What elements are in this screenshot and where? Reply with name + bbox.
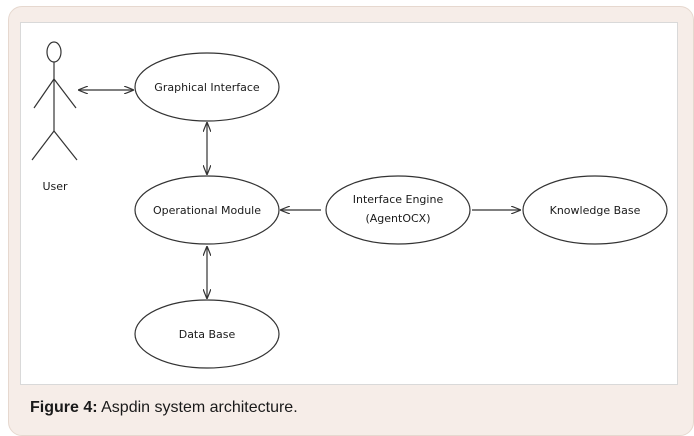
- user-actor-icon: [31, 41, 78, 161]
- diagram-box: User Graphical Interface Operational Mod…: [20, 22, 678, 385]
- caption-text: Aspdin system architecture.: [97, 399, 298, 416]
- node-operational-module: Operational Module: [134, 175, 280, 245]
- node-graphical-interface: Graphical Interface: [134, 52, 280, 122]
- graphical-interface-label: Graphical Interface: [154, 81, 260, 94]
- interface-engine-label-line1: Interface Engine: [353, 193, 444, 206]
- data-base-label: Data Base: [179, 328, 236, 341]
- actor-head: [46, 41, 62, 63]
- user-label: User: [42, 180, 68, 193]
- actor-right-arm: [53, 78, 77, 109]
- caption-label: Figure 4:: [30, 399, 98, 416]
- figure-caption: Figure 4: Aspdin system architecture.: [30, 399, 298, 417]
- operational-module-label: Operational Module: [153, 204, 261, 217]
- knowledge-base-label: Knowledge Base: [550, 204, 641, 217]
- node-knowledge-base: Knowledge Base: [522, 175, 668, 245]
- node-interface-engine: Interface Engine (AgentOCX): [325, 175, 471, 245]
- actor-right-leg: [53, 130, 78, 161]
- actor-left-leg: [31, 130, 55, 161]
- actor-left-arm: [33, 78, 55, 109]
- interface-engine-label-line2: (AgentOCX): [365, 212, 430, 225]
- node-data-base: Data Base: [134, 299, 280, 369]
- architecture-diagram: User Graphical Interface Operational Mod…: [31, 41, 668, 369]
